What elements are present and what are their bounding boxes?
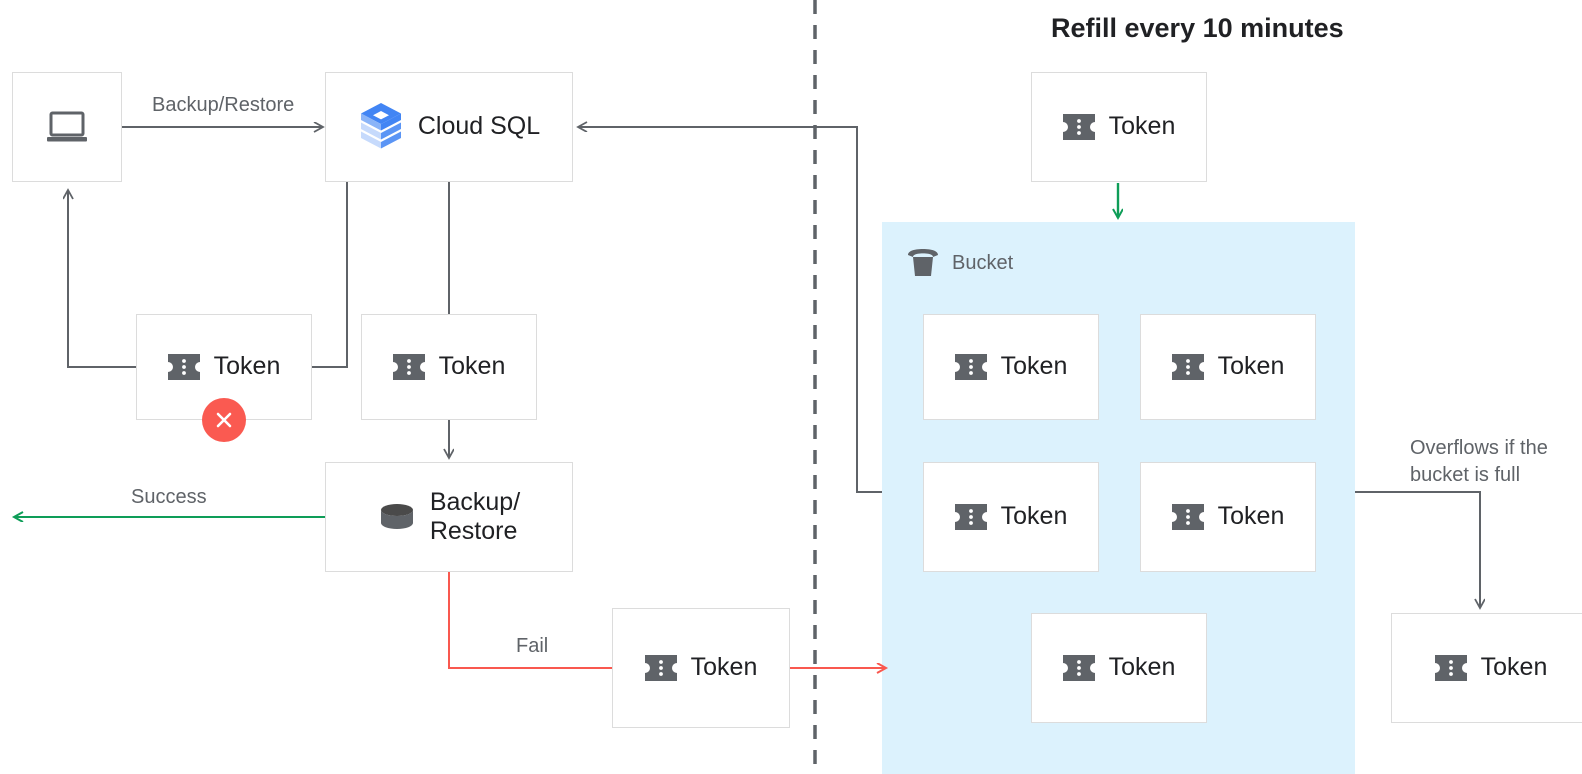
node-label: Cloud SQL [417,112,541,141]
node-label: Token [1108,653,1176,682]
node-label: Token [1108,112,1176,141]
bucket-token-3[interactable]: Token [1140,462,1316,572]
token-icon [1171,354,1204,380]
edge-label-overflow: Overflows if the bucket is full [1410,437,1548,486]
bucket-icon [905,248,941,278]
bucket-token-0[interactable]: Token [923,314,1099,420]
cloud-sql-icon [358,101,404,153]
token-icon [954,354,987,380]
node-label: Token [1217,502,1285,531]
node-label: Token [1000,502,1068,531]
bucket-label: Bucket [952,251,1014,274]
wire-token-left-to-client [68,190,136,368]
edge-label-backup-restore: Backup/Restore [152,94,295,116]
token-icon [1062,655,1095,681]
bucket-title: Bucket [905,248,1013,278]
edge-label-success: Success [131,486,207,508]
token-icon [1062,114,1095,140]
node-label: Token [213,352,281,381]
token-icon [392,354,425,380]
token-icon [644,655,677,681]
node-label: Token [438,352,506,381]
wire-cloudsql-to-token-left [312,182,348,368]
node-token-overflow[interactable]: Token [1391,613,1582,723]
node-label: Token [690,653,758,682]
node-client[interactable] [12,72,122,182]
wire-bucket-to-cloudsql [578,127,882,493]
wire-overflow [1355,491,1480,608]
node-token-fail[interactable]: Token [612,608,790,728]
status-badge-error [202,398,246,442]
bucket-token-2[interactable]: Token [923,462,1099,572]
token-icon [1434,655,1467,681]
node-token-center[interactable]: Token [361,314,537,420]
node-label: Token [1480,653,1548,682]
close-icon [216,412,232,428]
node-backup-restore[interactable]: Backup/ Restore [325,462,573,572]
bucket-token-1[interactable]: Token [1140,314,1316,420]
node-label: Token [1000,352,1068,381]
bucket-token-4[interactable]: Token [1031,613,1207,723]
token-icon [1171,504,1204,530]
page-title: Refill every 10 minutes [1051,13,1344,43]
token-icon [954,504,987,530]
node-cloud-sql[interactable]: Cloud SQL [325,72,573,182]
database-icon [378,501,416,533]
node-token-refill[interactable]: Token [1031,72,1207,182]
token-icon [167,354,200,380]
node-label: Token [1217,352,1285,381]
laptop-icon [46,110,88,144]
edge-label-fail: Fail [516,635,549,657]
node-label: Backup/ Restore [429,487,521,546]
